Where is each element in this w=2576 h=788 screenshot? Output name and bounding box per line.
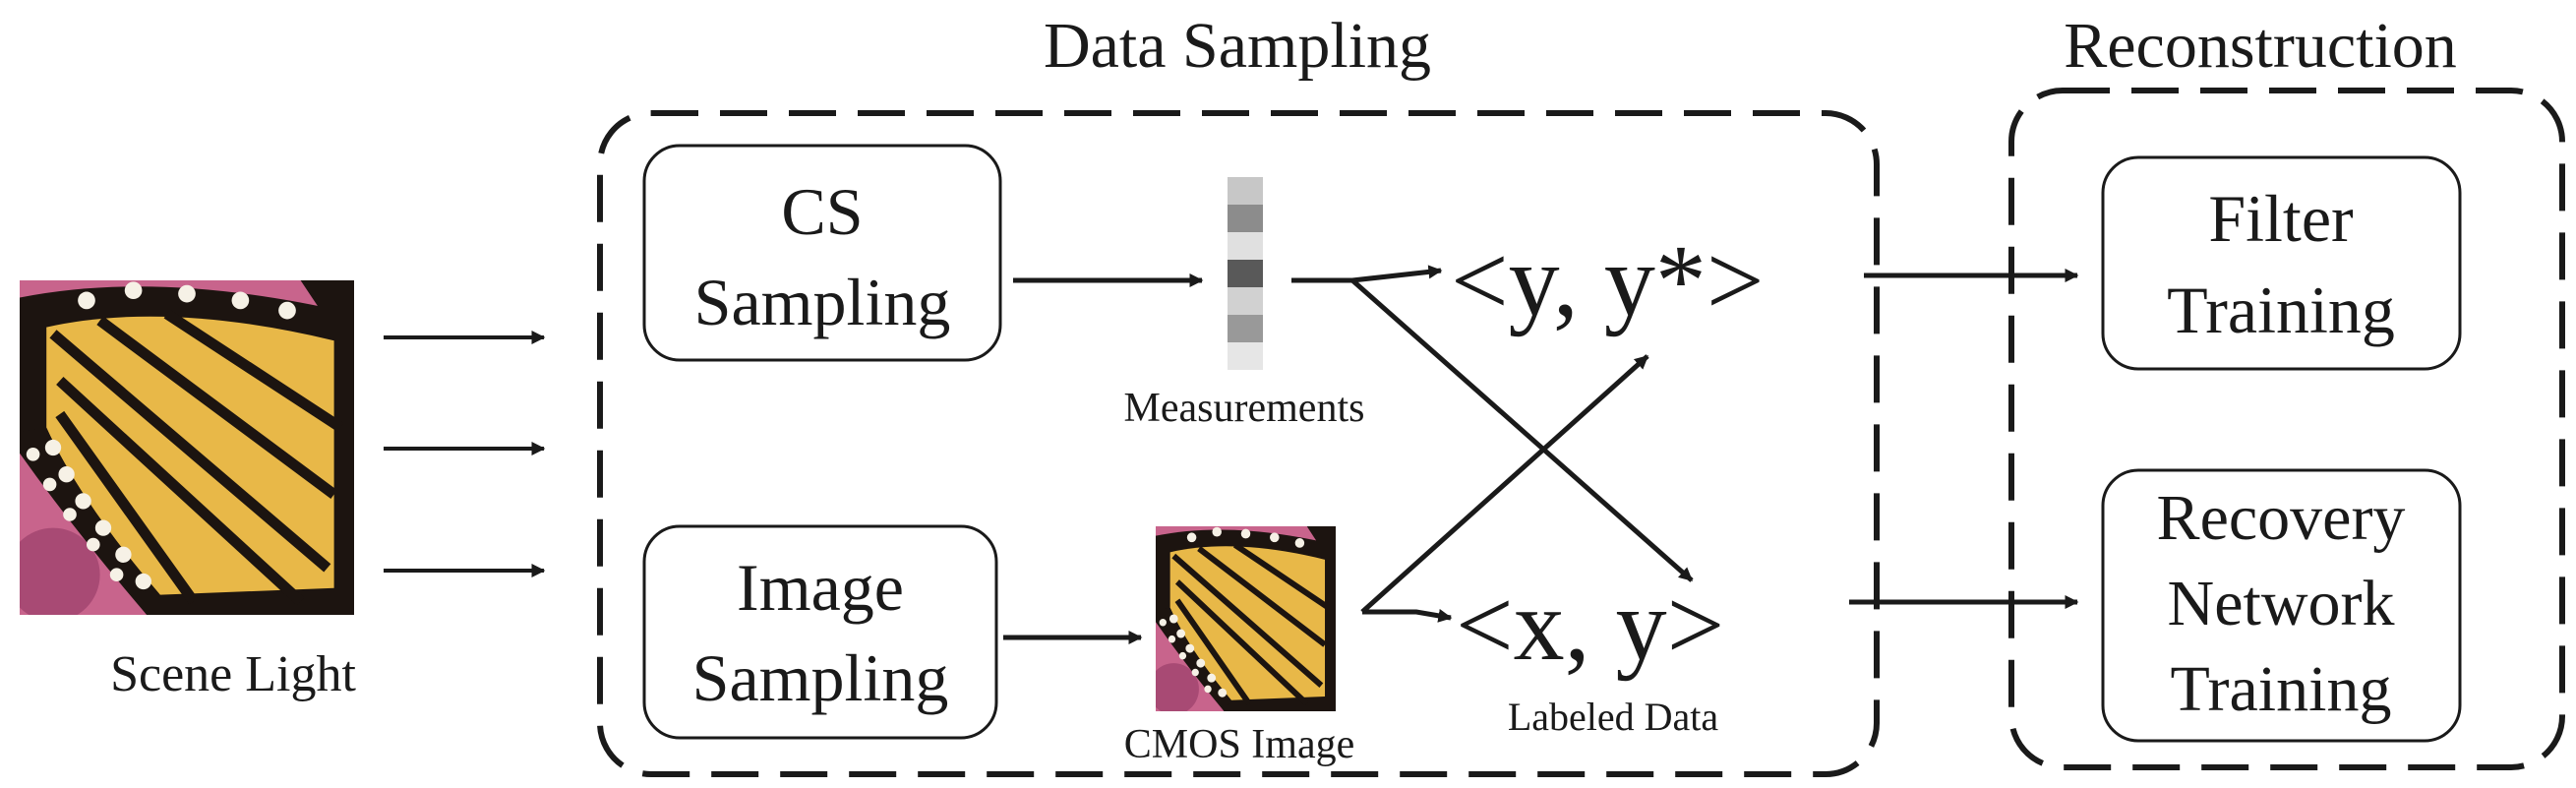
recovery-training-box [2101,468,2462,743]
measurement-cell [1228,232,1263,260]
image-sampling-line-1: Image [737,550,904,625]
cs-sampling-line-1: CS [781,174,863,249]
measurement-cell [1228,177,1263,205]
image-pair-label: <x, y> [1456,569,1724,682]
data-sampling-group [597,110,1880,777]
cmos-to-yy-arrow [1360,354,1649,614]
measurements-to-yy-arrow [1291,265,1443,283]
measurement-cell [1228,260,1263,287]
measurement-cell [1228,205,1263,232]
filter-training-box [2101,155,2462,371]
recovery-training-line-2: Network [2168,568,2395,639]
labeled-data-label: Labeled Data [1508,695,1719,739]
measurements-label: Measurements [1124,386,1365,431]
image-sampling-line-2: Sampling [692,640,949,715]
filter-training-line-2: Training [2167,273,2395,347]
recovery-training-line-1: Recovery [2157,482,2406,554]
scene-light-label: Scene Light [110,646,356,702]
image-sampling-box [642,524,998,740]
cs-sampling-box [642,144,1002,362]
cs-sampling-line-2: Sampling [694,265,951,339]
filter-training-line-1: Filter [2208,181,2354,256]
measurement-cell [1228,342,1263,370]
reconstruction-group [2008,88,2565,770]
reconstruction-title: Reconstruction [2064,10,2457,82]
cmos-image-label: CMOS Image [1124,722,1355,767]
data-sampling-title: Data Sampling [1044,10,1431,82]
recovery-training-line-3: Training [2171,653,2392,725]
cmos-to-xy-arrow [1362,608,1453,623]
cmos-butterfly-image [1145,526,1340,719]
measurement-cell [1228,315,1263,342]
measurement-pair-label: <y, y*> [1451,224,1765,337]
measurement-cell [1228,287,1263,315]
scene-butterfly-image [0,280,361,629]
measurement-vector [1228,177,1263,370]
measurements-to-xy-arrow [1350,278,1694,582]
